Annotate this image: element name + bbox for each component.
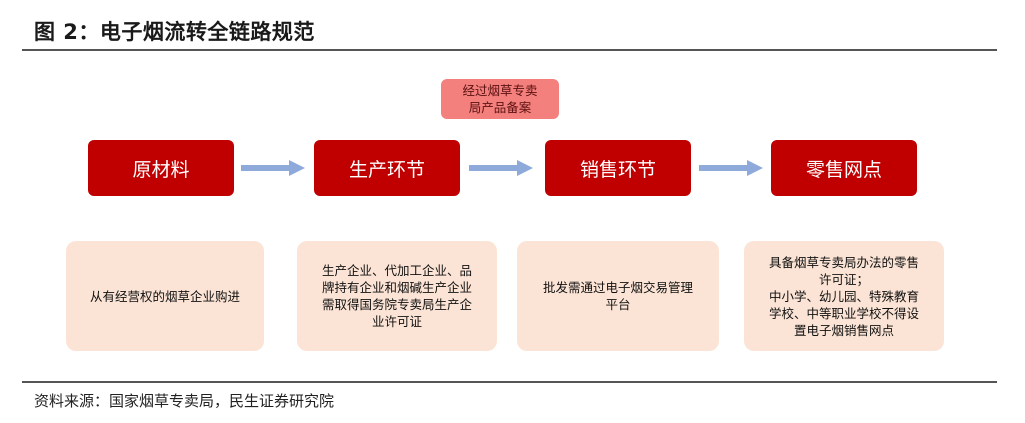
source-note: 资料来源：国家烟草专卖局，民生证券研究院 (34, 392, 335, 410)
arrow-right-icon (241, 160, 305, 176)
product-filing-note: 经过烟草专卖 局产品备案 (441, 79, 559, 119)
production-description: 生产企业、代加工企业、品 牌持有企业和烟碱生产企业 需取得国务院专卖局生产企 业… (297, 241, 497, 351)
top-divider (22, 49, 997, 51)
raw-materials-description: 从有经营权的烟草企业购进 (66, 241, 264, 351)
stage-sales: 销售环节 (545, 140, 691, 196)
stage-production: 生产环节 (314, 140, 460, 196)
stage-raw-materials: 原材料 (88, 140, 234, 196)
figure-title: 图 2：电子烟流转全链路规范 (34, 20, 315, 44)
arrow-right-icon (699, 160, 763, 176)
arrow-right-icon (469, 160, 533, 176)
sales-description: 批发需通过电子烟交易管理 平台 (517, 241, 719, 351)
stage-retail-outlets: 零售网点 (771, 140, 917, 196)
bottom-divider (22, 381, 997, 383)
retail-description: 具备烟草专卖局办法的零售 许可证； 中小学、幼儿园、特殊教育 学校、中等职业学校… (744, 241, 944, 351)
